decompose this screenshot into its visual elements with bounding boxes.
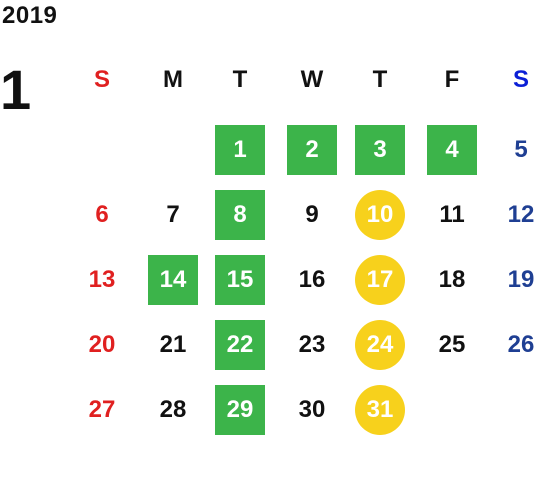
calendar-day: 2	[287, 125, 337, 175]
calendar-day: 26	[507, 331, 535, 358]
calendar-day: 20	[88, 331, 116, 358]
calendar-day: 4	[427, 125, 477, 175]
calendar-day: 15	[215, 255, 265, 305]
calendar-day: 5	[514, 136, 528, 163]
calendar-day: 8	[215, 190, 265, 240]
calendar-day: 29	[215, 385, 265, 435]
calendar-day: 21	[159, 331, 187, 358]
calendar-day: 24	[355, 320, 405, 370]
weekday-header: F	[444, 66, 460, 93]
weekday-header: M	[163, 66, 183, 93]
calendar-day: 19	[507, 266, 535, 293]
weekday-header: S	[512, 66, 529, 93]
calendar-day: 11	[439, 201, 465, 228]
weekday-header: W	[300, 66, 324, 93]
calendar-day: 16	[298, 266, 326, 293]
calendar-year: 2019	[2, 2, 58, 29]
weekday-header: T	[232, 66, 248, 93]
calendar-day: 9	[305, 201, 319, 228]
weekday-header: S	[93, 66, 110, 93]
calendar-day: 10	[355, 190, 405, 240]
calendar-day: 1	[215, 125, 265, 175]
calendar-day: 12	[507, 201, 535, 228]
calendar-day: 30	[298, 396, 326, 423]
weekday-header: T	[372, 66, 388, 93]
calendar-day: 31	[355, 385, 405, 435]
calendar-month: 1	[0, 58, 32, 121]
calendar-day: 6	[95, 201, 109, 228]
calendar-day: 13	[88, 266, 116, 293]
calendar-day: 28	[159, 396, 187, 423]
calendar-day: 27	[88, 396, 116, 423]
calendar-day: 22	[215, 320, 265, 370]
calendar-day: 3	[355, 125, 405, 175]
calendar-day: 18	[438, 266, 466, 293]
calendar-day: 17	[355, 255, 405, 305]
calendar-day: 23	[298, 331, 326, 358]
calendar-day: 14	[148, 255, 198, 305]
calendar-day: 25	[438, 331, 466, 358]
calendar-day: 7	[166, 201, 180, 228]
